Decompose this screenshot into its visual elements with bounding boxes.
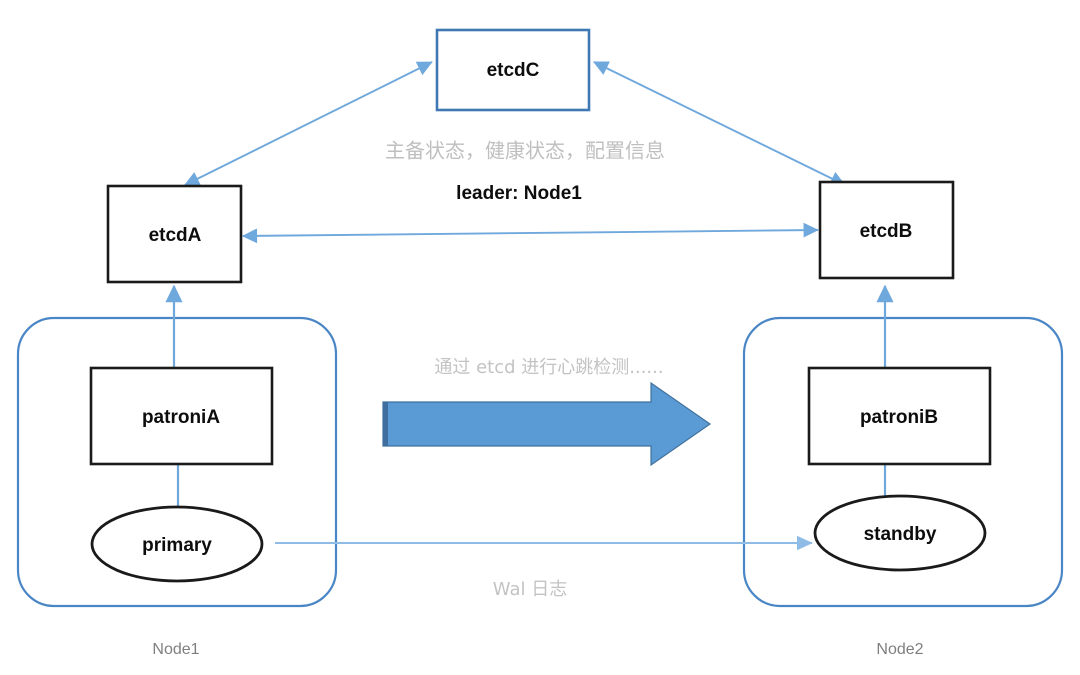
primary-node[interactable]: primary <box>90 505 264 583</box>
standby-ellipse[interactable] <box>813 494 987 572</box>
etcda-box[interactable] <box>106 184 243 284</box>
patronia-label: patroniA <box>142 407 220 428</box>
patronib-label: patroniB <box>860 407 938 428</box>
etcda-label: etcdA <box>149 225 202 246</box>
edge-etcdc-etcdb <box>592 61 846 186</box>
etcdb-box[interactable] <box>818 180 955 280</box>
etcdb-node[interactable]: etcdB <box>818 180 955 280</box>
node1-caption: Node1 <box>152 641 199 658</box>
patronia-node[interactable]: patroniA <box>89 366 274 466</box>
edge-etcda-etcdc <box>183 61 433 186</box>
patronib-node[interactable]: patroniB <box>807 366 992 466</box>
standby-node[interactable]: standby <box>813 494 987 572</box>
etcdc-node[interactable]: etcdC <box>435 28 591 112</box>
standby-label: standby <box>864 524 937 545</box>
etcdb-label: etcdB <box>860 221 913 242</box>
leader-annotation: leader: Node1 <box>456 183 582 204</box>
heartbeat-block-arrow <box>382 381 712 467</box>
etcdc-label: etcdC <box>487 60 540 81</box>
heartbeat-annotation: 通过 etcd 进行心跳检测...... <box>434 357 663 378</box>
edge-etcda-etcdb <box>241 222 819 244</box>
wal-annotation: Wal 日志 <box>493 579 567 600</box>
primary-ellipse[interactable] <box>90 505 264 583</box>
patronia-box[interactable] <box>89 366 274 466</box>
primary-label: primary <box>142 535 212 556</box>
etcd-state-annotation: 主备状态，健康状态，配置信息 <box>385 139 665 163</box>
node2-caption: Node2 <box>876 641 923 658</box>
patronib-box[interactable] <box>807 366 992 466</box>
etcda-node[interactable]: etcdA <box>106 184 243 284</box>
etcdc-box[interactable] <box>435 28 591 112</box>
